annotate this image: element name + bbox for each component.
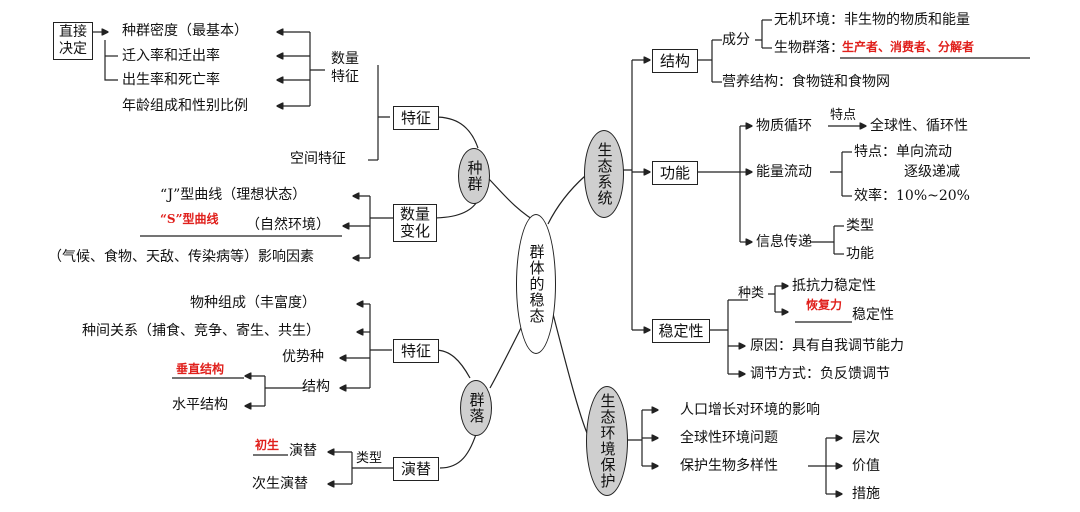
material-cycle: 物质循环 bbox=[756, 118, 812, 134]
structure: 结构 bbox=[302, 379, 330, 395]
succession-label: 演替 bbox=[289, 443, 317, 459]
info-type: 类型 bbox=[846, 218, 874, 234]
spatial-feature: 空间特征 bbox=[290, 151, 346, 167]
biotic-answer: 生产者、消费者、分解者 bbox=[842, 40, 975, 54]
direct-decide-box: 直接 决定 bbox=[53, 22, 93, 60]
quantity-feature: 数量 特征 bbox=[331, 51, 359, 85]
biotic-label: 生物群落： bbox=[774, 40, 844, 56]
global-issues: 全球性环境问题 bbox=[680, 430, 778, 446]
levels: 层次 bbox=[852, 430, 880, 446]
pop-feature-box: 特征 bbox=[393, 106, 439, 130]
factors: （气候、食物、天敌、传染病等）影响因素 bbox=[48, 249, 314, 265]
node-community: 群落 bbox=[460, 380, 492, 436]
dominant: 优势种 bbox=[282, 349, 324, 365]
kinds: 种类 bbox=[738, 286, 765, 301]
info-function: 功能 bbox=[846, 246, 874, 262]
component: 成分 bbox=[722, 32, 750, 48]
node-protection: 生态环境保护 bbox=[586, 386, 628, 496]
biodiversity: 保护生物多样性 bbox=[680, 458, 778, 474]
population-growth: 人口增长对环境的影响 bbox=[680, 402, 820, 418]
birth-death: 出生率和死亡率 bbox=[122, 72, 220, 88]
vertical-answer: 垂直结构 bbox=[176, 362, 225, 376]
resilience-answer: 恢复力 bbox=[806, 298, 843, 312]
species-composition: 物种组成（丰富度） bbox=[190, 295, 316, 311]
eco-stability-box: 稳定性 bbox=[652, 319, 710, 343]
comm-feature-box: 特征 bbox=[393, 339, 439, 363]
migration: 迁入率和迁出率 bbox=[122, 48, 220, 64]
center-node: 群体的稳态 bbox=[516, 214, 556, 354]
resistance: 抵抗力稳定性 bbox=[792, 278, 876, 294]
info-transfer: 信息传递 bbox=[756, 234, 812, 250]
j-curve: “J”型曲线（理想状态） bbox=[160, 187, 307, 203]
value: 价值 bbox=[852, 458, 880, 474]
eco-function-box: 功能 bbox=[652, 161, 698, 185]
type-label: 类型 bbox=[356, 451, 383, 466]
age-sex: 年龄组成和性别比例 bbox=[122, 98, 248, 114]
node-ecosystem: 生态系统 bbox=[584, 130, 624, 218]
material-feature: 特点 bbox=[830, 108, 857, 123]
material-global: 全球性、循环性 bbox=[870, 118, 968, 134]
pop-change-box: 数量 变化 bbox=[393, 204, 437, 242]
abiotic: 无机环境：非生物的物质和能量 bbox=[774, 12, 970, 28]
energy-flow: 能量流动 bbox=[756, 164, 812, 180]
primary-answer: 初生 bbox=[255, 438, 280, 452]
efficiency: 效率：10%~20% bbox=[854, 188, 970, 204]
measures: 措施 bbox=[852, 486, 880, 502]
density: 种群密度（最基本） bbox=[122, 23, 248, 39]
regulation: 调节方式：负反馈调节 bbox=[750, 366, 890, 382]
energy-decrease: 逐级递减 bbox=[904, 164, 960, 180]
secondary: 次生演替 bbox=[252, 476, 308, 492]
energy-feature: 特点：单向流动 bbox=[854, 144, 952, 160]
eco-structure-box: 结构 bbox=[652, 49, 698, 73]
comm-succession-box: 演替 bbox=[393, 457, 439, 481]
trophic: 营养结构：食物链和食物网 bbox=[722, 74, 890, 90]
natural-env: （自然环境） bbox=[246, 217, 330, 233]
node-population: 种群 bbox=[458, 148, 490, 204]
cause: 原因：具有自我调节能力 bbox=[750, 338, 904, 354]
horizontal: 水平结构 bbox=[172, 397, 228, 413]
interspecific: 种间关系（捕食、竞争、寄生、共生） bbox=[82, 323, 320, 339]
s-curve-answer: “S”型曲线 bbox=[160, 212, 219, 226]
resilience-stability: 稳定性 bbox=[852, 307, 894, 323]
